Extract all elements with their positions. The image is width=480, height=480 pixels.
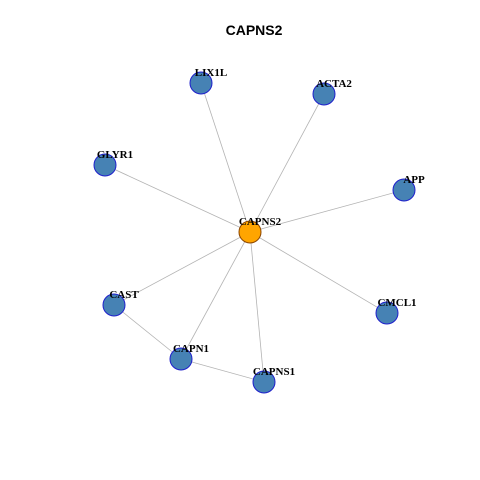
node-label-cmcl1: CMCL1 — [377, 297, 416, 309]
node-glyr1[interactable]: GLYR1 — [93, 149, 133, 177]
node-label-cast: CAST — [109, 289, 139, 301]
node-circle-cmcl1[interactable] — [375, 301, 399, 325]
node-label-capns2: CAPNS2 — [239, 216, 282, 228]
node-circle-app[interactable] — [392, 178, 416, 202]
node-cast[interactable]: CAST — [102, 289, 139, 317]
node-cmcl1[interactable]: CMCL1 — [375, 297, 417, 325]
node-circle-capn1[interactable] — [169, 347, 193, 371]
edge-capns2-app — [249, 189, 405, 233]
edge-capns2-lix1l — [200, 82, 251, 233]
node-label-capns1: CAPNS1 — [253, 366, 295, 378]
edge-capns2-glyr1 — [104, 164, 251, 233]
node-acta2[interactable]: ACTA2 — [312, 78, 352, 106]
node-circle-capns1[interactable] — [252, 370, 276, 394]
node-capn1[interactable]: CAPN1 — [169, 343, 209, 371]
edge-cast-capn1 — [113, 304, 182, 360]
edge-capns2-capn1 — [180, 231, 251, 360]
node-circle-glyr1[interactable] — [93, 153, 117, 177]
node-capns1[interactable]: CAPNS1 — [252, 366, 295, 394]
node-circle-lix1l[interactable] — [189, 71, 213, 95]
edge-layer — [104, 82, 405, 383]
edge-capns2-capns1 — [249, 231, 265, 383]
edge-capn1-capns1 — [180, 358, 265, 383]
node-circle-capns2[interactable] — [238, 220, 262, 244]
node-label-capn1: CAPN1 — [173, 343, 209, 355]
edge-capns2-acta2 — [249, 93, 325, 233]
node-app[interactable]: APP — [392, 174, 425, 202]
edge-capns2-cmcl1 — [249, 231, 388, 314]
node-circle-cast[interactable] — [102, 293, 126, 317]
diagram-title: CAPNS2 — [226, 22, 283, 38]
node-label-lix1l: LIX1L — [195, 67, 227, 79]
node-label-acta2: ACTA2 — [316, 78, 352, 90]
node-circle-acta2[interactable] — [312, 82, 336, 106]
node-label-app: APP — [403, 174, 425, 186]
edge-capns2-cast — [113, 231, 251, 306]
node-lix1l[interactable]: LIX1L — [189, 67, 227, 95]
node-label-glyr1: GLYR1 — [97, 149, 133, 161]
node-capns2[interactable]: CAPNS2 — [238, 216, 282, 244]
